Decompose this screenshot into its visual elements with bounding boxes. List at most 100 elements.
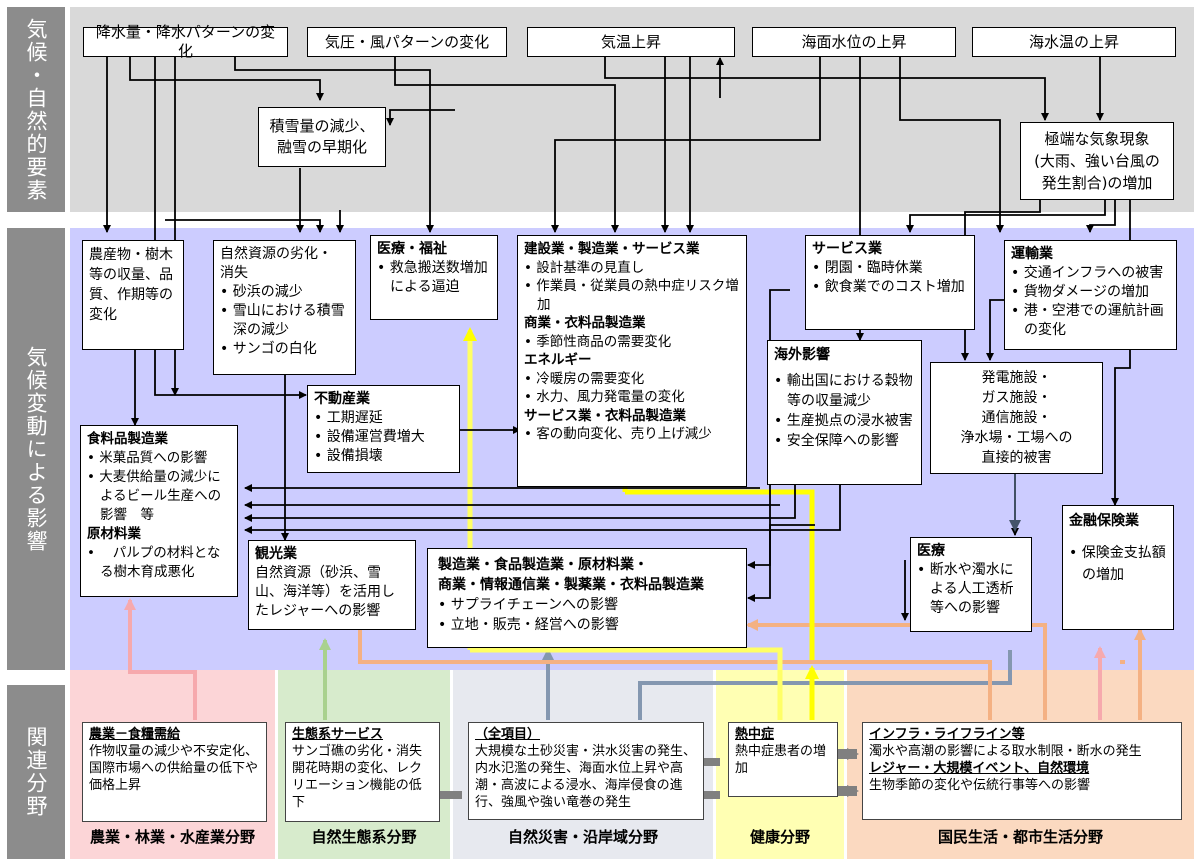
medical-list: 断水や濁水による人工透析等への影響 bbox=[917, 561, 1025, 618]
construction-item: 作業員・従業員の熱中症リスク増加 bbox=[524, 277, 740, 314]
natural-resources-item: 雪山における積雪深の減少 bbox=[220, 302, 349, 340]
transport-list: 交通インフラへの被害 貨物ダメージの増加 港・空港での運航計画の変化 bbox=[1011, 264, 1170, 340]
urban-heading: インフラ・ライフライン等 bbox=[869, 727, 1025, 742]
real-estate-item: 設備運営費増大 bbox=[314, 428, 453, 447]
factor-sea-temperature-label: 海水温の上昇 bbox=[1028, 32, 1119, 51]
natural-resources-item: サンゴの白化 bbox=[220, 340, 349, 359]
service-item: 飲食業でのコスト増加 bbox=[812, 278, 968, 297]
manufacturing-title-2: 商業・情報通信業・製薬業・衣料品製造業 bbox=[438, 577, 704, 593]
factor-snow-line-1: 積雪量の減少、 bbox=[269, 117, 375, 135]
food-mfg-list: 米菓品質への影響 大麦供給量の減少によるビール生産への影響 等 bbox=[87, 449, 231, 525]
factor-pressure-wind-label: 気圧・風パターンの変化 bbox=[324, 32, 490, 51]
energy-title: エネルギー bbox=[524, 352, 592, 368]
impact-overseas: 海外影響 輸出国における穀物等の収量減少 生産拠点の浸水被害 安全保障への影響 bbox=[767, 340, 922, 485]
facilities-line-5: 直接的被害 bbox=[981, 450, 1052, 466]
service-clothing-list: 客の動向変化、売り上げ減少 bbox=[524, 425, 740, 444]
natural-resources-list: 砂浜の減少 雪山における積雪深の減少 サンゴの白化 bbox=[220, 283, 349, 359]
tourism-line-1: 自然資源（砂浜、雪 bbox=[255, 565, 381, 581]
factor-sea-level-label: 海面水位の上昇 bbox=[801, 32, 907, 51]
construction-item: 設計基準の見直し bbox=[524, 259, 740, 278]
manufacturing-list: サプライチェーンへの影響 立地・販売・経営への影響 bbox=[438, 595, 736, 635]
manufacturing-item: 立地・販売・経営への影響 bbox=[438, 615, 736, 635]
manufacturing-title-1: 製造業・食品製造業・原材料業・ bbox=[438, 557, 648, 573]
transport-title: 運輸業 bbox=[1011, 246, 1053, 262]
service-clothing-title: サービス業・衣料品製造業 bbox=[524, 407, 686, 424]
real-estate-list: 工期遅延 設備運営費増大 設備損壊 bbox=[314, 409, 453, 466]
food-mfg-item: 大麦供給量の減少によるビール生産への影響 等 bbox=[87, 468, 231, 525]
medical-welfare-item: 救急搬送数増加による逼迫 bbox=[377, 259, 491, 297]
disaster-heading: （全項目） bbox=[475, 727, 541, 742]
transport-item: 港・空港での運航計画の変化 bbox=[1011, 302, 1170, 340]
raw-materials-list: パルプの材料となる樹木育成悪化 bbox=[87, 544, 231, 582]
agriculture-heading: 農業－食糧需給 bbox=[89, 727, 181, 742]
finance-list: 保険金支払額の増加 bbox=[1069, 542, 1167, 586]
sector-box-disaster: （全項目） 大規模な土砂災害・洪水災害の発生、内水氾濫の発生、海面水位上昇や高潮… bbox=[468, 722, 704, 820]
raw-materials-title: 原材料業 bbox=[87, 526, 141, 542]
sector-box-urban: インフラ・ライフライン等 濁水や高潮の影響による取水制限・断水の発生 レジャー・… bbox=[862, 722, 1182, 820]
commerce-list: 季節性商品の需要変化 bbox=[524, 333, 740, 352]
real-estate-item: 工期遅延 bbox=[314, 409, 453, 428]
sector-label-urban: 国民生活・都市生活分野 bbox=[937, 828, 1103, 846]
overseas-title: 海外影響 bbox=[774, 347, 830, 363]
urban-text-2: 生物季節の変化や伝統行事等への影響 bbox=[869, 778, 1091, 793]
sector-label-health: 健康分野 bbox=[749, 828, 810, 846]
service-list: 閉園・臨時休業 飲食業でのコスト増加 bbox=[812, 259, 968, 297]
sector-label-disaster: 自然災害・沿岸域分野 bbox=[507, 828, 658, 846]
natural-resources-title-1: 自然資源の劣化・ bbox=[220, 246, 332, 262]
sector-label-ecosystem: 自然生態系分野 bbox=[311, 828, 417, 846]
factor-sea-level: 海面水位の上昇 bbox=[752, 27, 956, 57]
factor-extreme-line-1: 極端な気象現象 bbox=[1044, 130, 1150, 148]
real-estate-item: 設備損壊 bbox=[314, 447, 453, 466]
service-title: サービス業 bbox=[812, 241, 882, 257]
impact-manufacturing: 製造業・食品製造業・原材料業・ 商業・情報通信業・製薬業・衣料品製造業 サプライ… bbox=[427, 548, 747, 648]
factor-pressure-wind: 気圧・風パターンの変化 bbox=[307, 27, 507, 57]
impact-finance: 金融保険業 保険金支払額の増加 bbox=[1062, 505, 1174, 630]
side-label-climate-impacts: 気候変動による影響 bbox=[7, 228, 65, 670]
side-label-related-sectors: 関連分野 bbox=[7, 685, 65, 859]
factor-temperature: 気温上昇 bbox=[527, 27, 735, 57]
agri-products-line-1: 農産物・樹木 bbox=[89, 247, 173, 263]
transport-item: 交通インフラへの被害 bbox=[1011, 264, 1170, 283]
sector-label-agriculture: 農業・林業・水産業分野 bbox=[89, 828, 255, 846]
energy-item: 水力、風力発電量の変化 bbox=[524, 388, 740, 407]
impact-agri-products: 農産物・樹木 等の収量、品 質、作期等の 変化 bbox=[82, 240, 184, 350]
agri-products-line-4: 変化 bbox=[89, 307, 117, 323]
factor-extreme-weather: 極端な気象現象 (大雨、強い台風の 発生割合)の増加 bbox=[1020, 122, 1174, 200]
medical-title: 医療 bbox=[917, 543, 945, 559]
factor-extreme-line-3: 発生割合)の増加 bbox=[1041, 174, 1153, 192]
factor-extreme-line-2: (大雨、強い台風の bbox=[1034, 152, 1160, 170]
impact-transport: 運輸業 交通インフラへの被害 貨物ダメージの増加 港・空港での運航計画の変化 bbox=[1004, 240, 1177, 350]
factor-snow: 積雪量の減少、 融雪の早期化 bbox=[258, 107, 386, 167]
impact-medical: 医療 断水や濁水による人工透析等への影響 bbox=[910, 537, 1032, 632]
service-clothing-item: 客の動向変化、売り上げ減少 bbox=[524, 425, 740, 444]
impact-tourism: 観光業 自然資源（砂浜、雪 山、海洋等）を活用し たレジャーへの影響 bbox=[248, 540, 416, 630]
urban-text: 濁水や高潮の影響による取水制限・断水の発生 bbox=[869, 744, 1142, 759]
facilities-line-1: 発電施設・ bbox=[981, 370, 1052, 386]
commerce-item: 季節性商品の需要変化 bbox=[524, 333, 740, 352]
food-mfg-item: 米菓品質への影響 bbox=[87, 449, 231, 468]
urban-heading-2: レジャー・大規模イベント、自然環境 bbox=[869, 761, 1090, 776]
raw-materials-item: パルプの材料となる樹木育成悪化 bbox=[87, 544, 231, 582]
agri-products-line-2: 等の収量、品 bbox=[89, 267, 173, 283]
tourism-title: 観光業 bbox=[255, 546, 297, 562]
commerce-title: 商業・衣料品製造業 bbox=[524, 315, 646, 331]
factor-sea-temperature: 海水温の上昇 bbox=[972, 27, 1176, 57]
real-estate-title: 不動産業 bbox=[314, 391, 370, 407]
finance-title: 金融保険業 bbox=[1069, 513, 1139, 529]
finance-item: 保険金支払額の増加 bbox=[1069, 542, 1167, 586]
energy-item: 冷暖房の需要変化 bbox=[524, 370, 740, 389]
overseas-item: 輸出国における穀物等の収量減少 bbox=[774, 371, 915, 411]
facilities-line-3: 通信施設・ bbox=[981, 410, 1052, 426]
disaster-text: 大規模な土砂災害・洪水災害の発生、内水氾濫の発生、海面水位上昇や高潮・高波による… bbox=[475, 744, 697, 810]
side-label-climate-factors: 気候・自然的要素 bbox=[7, 7, 65, 212]
energy-list: 冷暖房の需要変化 水力、風力発電量の変化 bbox=[524, 370, 740, 407]
factor-precipitation-label: 降水量・降水パターンの変化 bbox=[95, 23, 276, 60]
tourism-line-2: 山、海洋等）を活用し bbox=[255, 584, 395, 600]
ecosystem-heading: 生態系サービス bbox=[292, 727, 384, 742]
impact-real-estate: 不動産業 工期遅延 設備運営費増大 設備損壊 bbox=[307, 385, 460, 473]
facilities-line-2: ガス施設・ bbox=[981, 390, 1052, 406]
natural-resources-title-2: 消失 bbox=[220, 265, 248, 281]
medical-item: 断水や濁水による人工透析等への影響 bbox=[917, 561, 1025, 618]
factor-snow-line-2: 融雪の早期化 bbox=[276, 138, 367, 156]
